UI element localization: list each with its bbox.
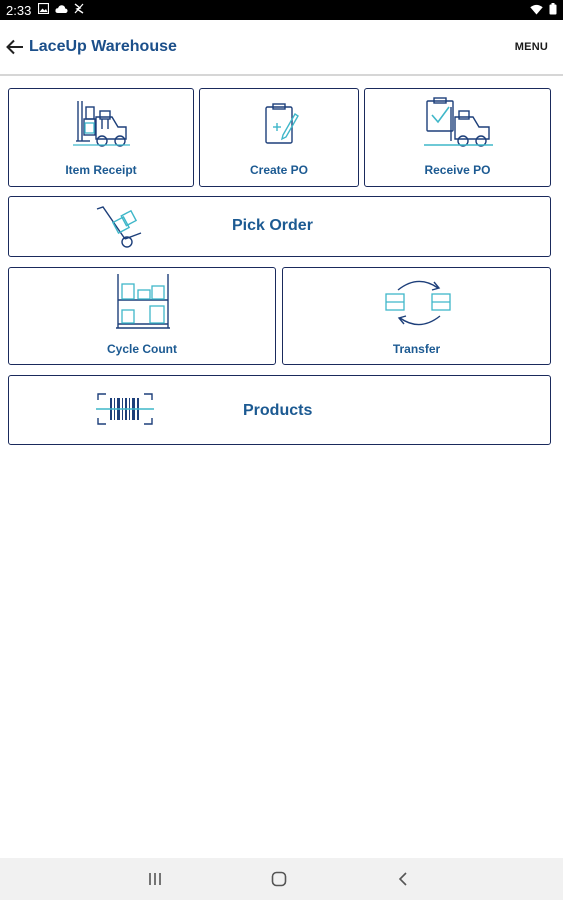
pick-order-tile[interactable]: Pick Order <box>8 196 551 257</box>
cycle-count-label: Cycle Count <box>106 342 177 356</box>
pick-order-label: Pick Order <box>232 217 313 234</box>
item-receipt-label: Item Receipt <box>65 163 137 177</box>
home-button[interactable] <box>268 870 290 888</box>
item-receipt-tile[interactable]: Item Receipt <box>8 88 194 187</box>
transfer-tile[interactable]: Transfer <box>282 267 551 365</box>
cycle-count-tile[interactable]: Cycle Count <box>8 267 276 365</box>
status-time: 2:33 <box>6 3 32 18</box>
transfer-label: Transfer <box>392 342 441 356</box>
back-chevron-icon <box>398 872 407 886</box>
forklift-checklist-icon <box>424 97 493 147</box>
app-title: LaceUp Warehouse <box>29 38 177 55</box>
cloud-icon <box>55 4 68 13</box>
nav-back-button[interactable] <box>392 870 414 888</box>
app-bar: LaceUp Warehouse MENU <box>0 20 563 76</box>
recent-apps-icon <box>149 873 161 885</box>
battery-icon <box>549 3 557 15</box>
back-button[interactable] <box>4 36 26 58</box>
system-nav-bar <box>0 858 563 900</box>
menu-button[interactable]: MENU <box>514 41 548 53</box>
products-label: Products <box>243 402 313 419</box>
shelving-boxes-icon <box>116 274 170 329</box>
receive-po-label: Receive PO <box>424 163 491 177</box>
home-icon <box>271 871 287 887</box>
recent-apps-button[interactable] <box>144 870 166 888</box>
image-icon <box>38 3 49 14</box>
barcode-scan-icon <box>96 393 154 425</box>
arrow-left-icon <box>6 39 23 55</box>
receive-po-tile[interactable]: Receive PO <box>364 88 551 187</box>
forklift-icon <box>73 101 130 147</box>
status-bar: 2:33 <box>0 0 563 20</box>
clipboard-pen-icon <box>265 103 299 144</box>
transfer-arrows-icon <box>385 280 451 326</box>
create-po-label: Create PO <box>249 163 309 177</box>
products-tile[interactable]: Products <box>8 375 551 445</box>
create-po-tile[interactable]: Create PO <box>199 88 359 187</box>
hand-truck-icon <box>96 206 142 248</box>
wifi-icon <box>530 4 543 14</box>
signal-activity-icon <box>74 3 84 14</box>
